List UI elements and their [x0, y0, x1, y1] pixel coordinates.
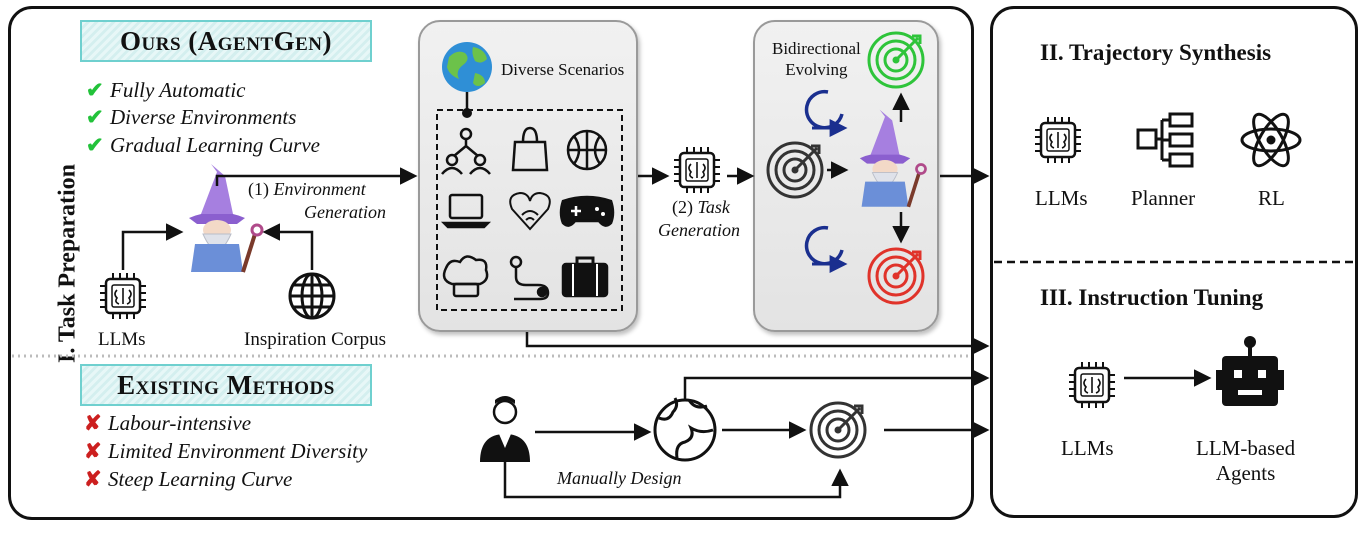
- ball-icon: [566, 129, 608, 171]
- ours-item-3: ✔Gradual Learning Curve: [86, 133, 320, 157]
- earth-icon: [288, 272, 336, 320]
- people-icon: [441, 127, 491, 175]
- laptop-icon: [440, 193, 492, 229]
- target-icon: [809, 401, 867, 459]
- suitcase-icon: [561, 256, 609, 298]
- ours-title: Ours (AgentGen): [80, 20, 372, 62]
- ours-item-2: ✔Diverse Environments: [86, 105, 297, 129]
- target-icon: [867, 247, 925, 305]
- robot-icon: [1216, 336, 1284, 406]
- cross-icon: ✘: [84, 467, 102, 491]
- env-generation-label: (1) Environment Generation: [248, 179, 386, 222]
- wizard-icon: [187, 162, 264, 274]
- check-icon: ✔: [86, 133, 104, 157]
- person-icon: [480, 396, 530, 462]
- check-icon: ✔: [86, 105, 104, 129]
- check-icon: ✔: [86, 78, 104, 102]
- chip-icon: [98, 271, 148, 321]
- atom-icon: [1240, 112, 1302, 168]
- llms-label-left: LLMs: [98, 329, 146, 350]
- trajectory-title: II. Trajectory Synthesis: [1040, 40, 1272, 65]
- target-icon: [867, 31, 925, 89]
- wizard-icon: [857, 107, 928, 209]
- manual-design-label: Manually Design: [557, 468, 682, 488]
- chef-icon: [442, 255, 489, 298]
- globe-icon: [442, 42, 492, 92]
- trajectory-llms-label: LLMs: [1035, 186, 1088, 210]
- existing-item-3: ✘Steep Learning Curve: [84, 467, 293, 491]
- target-icon: [766, 141, 824, 199]
- cross-icon: ✘: [84, 439, 102, 463]
- existing-title: Existing Methods: [80, 364, 372, 406]
- scenario-grid-border: [436, 109, 623, 311]
- chip-icon: [1067, 360, 1117, 410]
- trajectory-rl-label: RL: [1258, 186, 1285, 210]
- bag-icon: [511, 126, 549, 172]
- route-icon: [509, 255, 550, 301]
- task-generation-label: (2) Task Generation: [658, 197, 740, 240]
- existing-item-2: ✘Limited Environment Diversity: [84, 439, 368, 463]
- existing-item-1: ✘Labour-intensive: [84, 411, 252, 435]
- corpus-label: Inspiration Corpus: [244, 329, 386, 350]
- trajectory-planner-label: Planner: [1131, 186, 1196, 210]
- heart-icon: [509, 191, 551, 231]
- cross-icon: ✘: [84, 411, 102, 435]
- gamepad-icon: [559, 195, 615, 227]
- loop-icon: [807, 92, 844, 128]
- ours-item-1: ✔Fully Automatic: [86, 78, 246, 102]
- instr-llms-label: LLMs: [1061, 436, 1114, 460]
- earth-icon: [653, 397, 717, 462]
- planner-icon: [1136, 112, 1194, 168]
- chip-icon: [672, 145, 722, 195]
- instruction-title: III. Instruction Tuning: [1040, 285, 1264, 310]
- loop-icon: [807, 228, 844, 264]
- scenarios-label: Diverse Scenarios: [501, 60, 625, 79]
- chip-icon: [1033, 115, 1083, 165]
